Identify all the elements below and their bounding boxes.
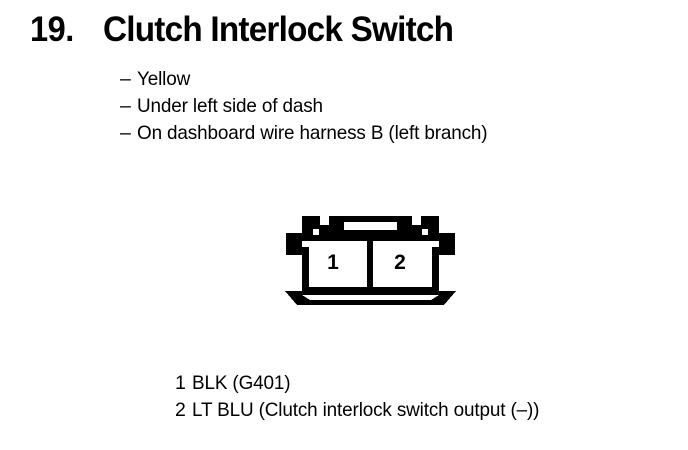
- dash-icon: –: [120, 122, 131, 144]
- list-item: – Yellow: [120, 66, 498, 93]
- item-number: 19.: [30, 10, 74, 49]
- pin-legend: 1 BLK (G401) 2 LT BLU (Clutch interlock …: [175, 370, 550, 424]
- component-details-list: – Yellow – Under left side of dash – On …: [120, 66, 498, 147]
- connector-bottom-wall: [302, 287, 439, 293]
- list-item: – Under left side of dash: [120, 93, 498, 120]
- list-item-label: On dashboard wire harness B (left branch…: [137, 122, 488, 144]
- legend-pin-description: BLK (G401): [192, 372, 291, 394]
- list-item-label: Yellow: [137, 68, 191, 90]
- component-name: Clutch Interlock Switch: [103, 10, 454, 49]
- cavity-number-1: 1: [327, 251, 339, 274]
- connector-top-rail-inner: [344, 222, 397, 230]
- connector-outline-svg: 1 2: [285, 216, 456, 305]
- dash-icon: –: [120, 95, 131, 117]
- legend-pin-number: 1: [175, 372, 186, 394]
- legend-pin-number: 2: [175, 399, 186, 421]
- dash-icon: –: [120, 68, 131, 90]
- legend-row: 2 LT BLU (Clutch interlock switch output…: [175, 397, 550, 424]
- cavity-number-2: 2: [394, 251, 406, 274]
- connector-diagram: 1 2: [272, 211, 468, 311]
- cavity-divider: [367, 235, 373, 292]
- page-title: 19. Clutch Interlock Switch: [30, 12, 472, 47]
- list-item-label: Under left side of dash: [137, 95, 323, 117]
- legend-row: 1 BLK (G401): [175, 370, 550, 397]
- legend-pin-description: LT BLU (Clutch interlock switch output (…: [192, 399, 540, 421]
- list-item: – On dashboard wire harness B (left bran…: [120, 120, 498, 147]
- connector-bottom-band-inner: [302, 295, 439, 300]
